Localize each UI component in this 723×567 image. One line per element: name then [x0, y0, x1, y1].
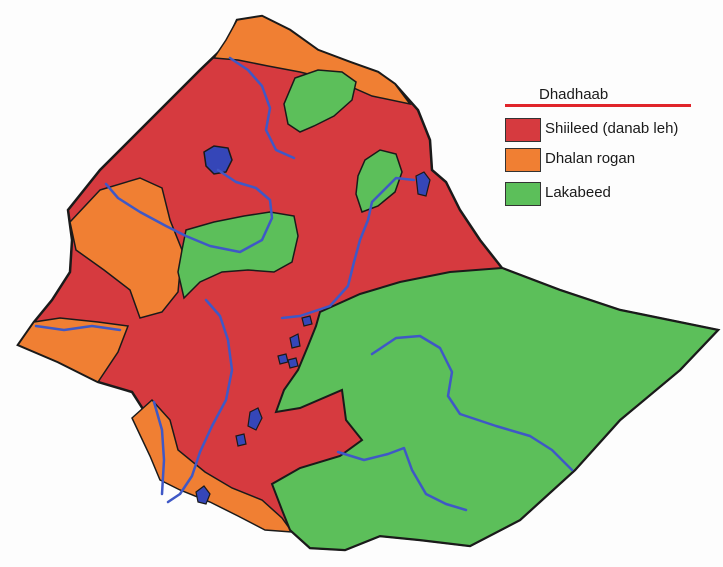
river-omo-branch [152, 400, 166, 496]
legend-title-rule [505, 104, 691, 107]
legend-item-shiileed: Shiileed (danab leh) [505, 118, 715, 144]
lake-abaya [247, 407, 263, 431]
legend-label-shiileed: Shiileed (danab leh) [545, 120, 679, 137]
lake-chew-bahir [195, 485, 211, 505]
lake-ashenge [415, 171, 431, 197]
river-omo [166, 298, 234, 504]
region-green-north [283, 69, 357, 133]
legend-swatch-red [505, 118, 541, 142]
river-baro [34, 324, 122, 332]
legend-title: Dhadhaab [539, 86, 609, 103]
region-orange-farwest [16, 317, 130, 383]
region-green-central-north [355, 149, 403, 213]
river-tekeze [228, 56, 296, 160]
legend-label-lakabeed: Lakabeed [545, 184, 611, 201]
river-shebelle [370, 334, 574, 472]
lake-ziway [289, 333, 301, 349]
river-blue-nile [104, 168, 274, 254]
lake-abijata [287, 357, 299, 369]
legend-label-dhalan-rogan: Dhalan rogan [545, 150, 636, 167]
region-green-west [177, 211, 299, 300]
region-green-east [270, 266, 720, 552]
legend-swatch-orange [505, 148, 541, 172]
region-orange-west [69, 177, 183, 319]
lake-chamo [235, 433, 247, 447]
legend-item-lakabeed: Lakabeed [505, 182, 715, 208]
region-orange-north [212, 15, 412, 106]
legend-swatch-green [505, 182, 541, 206]
lake-langano [277, 353, 289, 365]
river-awash [280, 176, 416, 320]
legend-item-dhalan-rogan: Dhalan rogan [505, 148, 715, 174]
lake-tana [203, 145, 233, 175]
river-genale [336, 446, 468, 512]
lake-koka [301, 315, 313, 327]
